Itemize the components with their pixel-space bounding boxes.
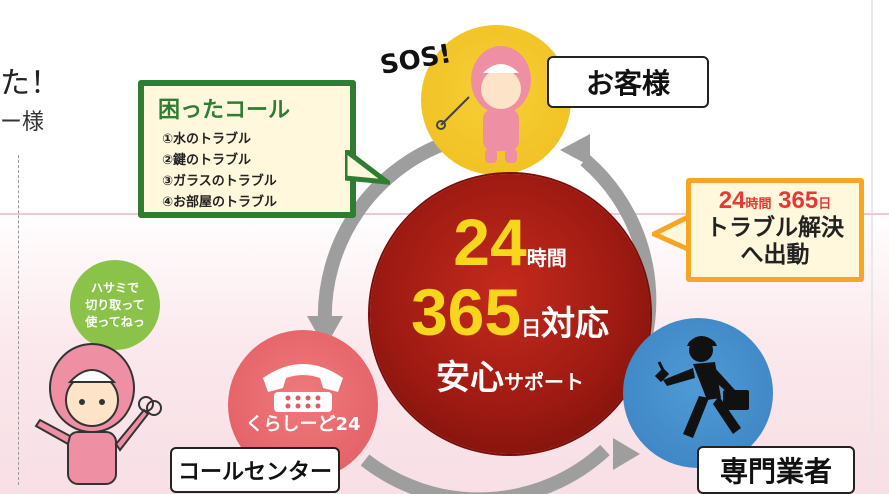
contractor-label: 専門業者 <box>697 446 855 494</box>
dispatch-box: 24時間 365日 トラブル解決 へ出動 <box>686 178 864 282</box>
dispatch-day-unit: 日 <box>818 196 832 211</box>
mascot-bubble-line: 使ってねっ <box>85 314 145 329</box>
dispatch-go: へ出動 <box>740 242 810 268</box>
arrow-head-bottom <box>613 438 640 470</box>
center-support-circle: 24時間 365日対応 安心サポート <box>370 174 650 454</box>
telephone-icon <box>263 364 343 412</box>
center-line-3: 安心サポート <box>370 350 650 399</box>
dispatch-24: 24 <box>718 187 746 214</box>
center-hours-unit: 時間 <box>526 246 567 270</box>
subline-fragment: ー様 <box>0 110 45 135</box>
mascot-bubble-line: ハサミで <box>90 280 139 295</box>
trouble-item: ③ガラスのトラブル <box>162 174 277 189</box>
arc-contractor-to-callcenter <box>360 444 610 494</box>
trouble-call-box: 困ったコール ①水のトラブル ②鍵のトラブル ③ガラスのトラブル ④お部屋のトラ… <box>138 80 356 218</box>
customer-label: お客様 <box>547 56 709 108</box>
contractor-circle <box>623 318 773 468</box>
center-day-unit: 日 <box>521 316 542 340</box>
dispatch-365: 365 <box>778 187 819 214</box>
center-taiou: 対応 <box>541 304 610 344</box>
center-support: サポート <box>504 370 584 394</box>
running-worker-icon <box>654 336 749 438</box>
customer-circle <box>421 25 571 175</box>
headline-fragment: た！ <box>0 66 60 101</box>
mascot-sos-icon <box>436 46 531 163</box>
dispatch-hours-unit: 時間 <box>745 196 772 211</box>
arc-callcenter-to-customer <box>317 133 458 326</box>
trouble-item: ②鍵のトラブル <box>162 153 252 168</box>
dashed-guide <box>18 155 19 485</box>
arrow-head-left <box>307 316 343 348</box>
scissors-mascot-icon <box>34 343 162 485</box>
arrow-head-top <box>560 134 590 166</box>
trouble-call-tail <box>345 150 390 185</box>
mascot-speech-bubble: ハサミで 切り取って 使ってねっ <box>70 260 160 350</box>
center-24: 24 <box>453 205 527 279</box>
callcenter-logo-text: くらしーど24 <box>245 414 361 435</box>
center-line-1: 24時間 <box>370 204 650 280</box>
trouble-call-title: 困ったコール <box>158 98 291 123</box>
center-anshin: 安心 <box>436 358 504 398</box>
dispatch-hours-days: 24時間 365日 <box>691 187 859 215</box>
mascot-bubble-line: 切り取って <box>85 297 145 312</box>
center-line-2: 365日対応 <box>370 274 650 350</box>
center-365: 365 <box>410 275 522 349</box>
trouble-item: ①水のトラブル <box>162 132 252 147</box>
callcenter-label: コールセンター <box>170 447 340 493</box>
dispatch-trouble: トラブル解決 <box>706 215 844 241</box>
trouble-item: ④お部屋のトラブル <box>162 195 278 210</box>
